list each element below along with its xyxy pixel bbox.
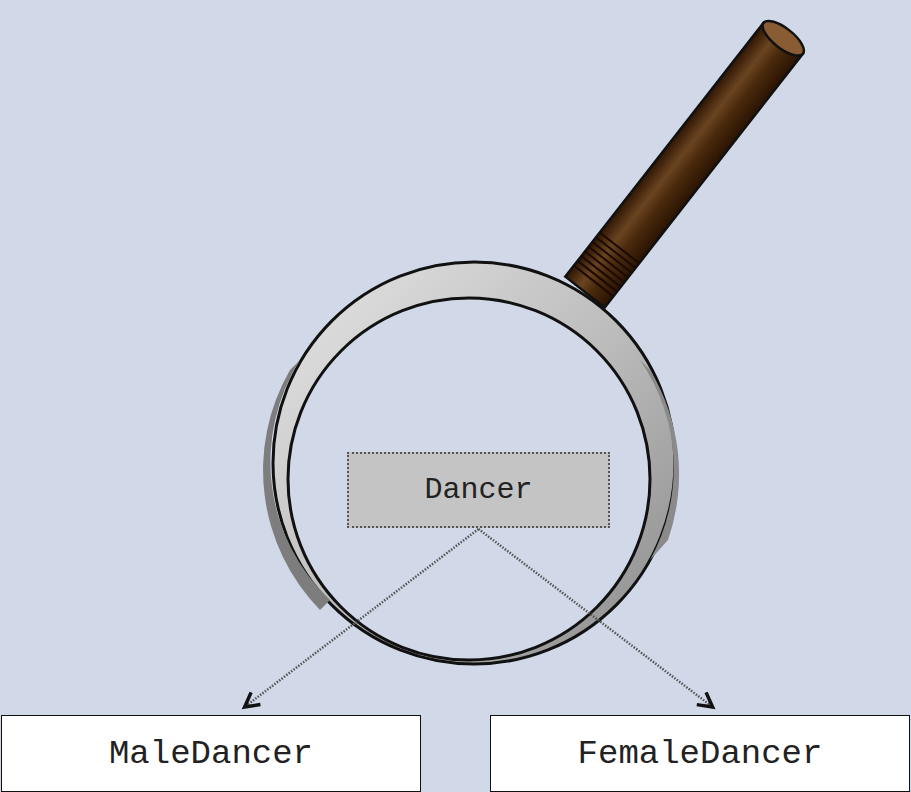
arrow-head bbox=[697, 692, 713, 707]
class-box: MaleDancer bbox=[1, 715, 421, 792]
class-name: Dancer bbox=[424, 473, 532, 507]
lens-handle bbox=[565, 15, 809, 307]
lens-ring bbox=[263, 262, 679, 664]
connector-line bbox=[479, 529, 713, 707]
inheritance-arrow bbox=[245, 529, 479, 707]
class-name: MaleDancer bbox=[109, 735, 313, 773]
arrow-head bbox=[245, 692, 261, 707]
class-name: FemaleDancer bbox=[578, 735, 823, 773]
connector-line bbox=[245, 529, 479, 707]
class-box: FemaleDancer bbox=[490, 715, 910, 792]
class-box-selected: Dancer bbox=[347, 452, 610, 528]
inheritance-arrow bbox=[479, 529, 713, 707]
